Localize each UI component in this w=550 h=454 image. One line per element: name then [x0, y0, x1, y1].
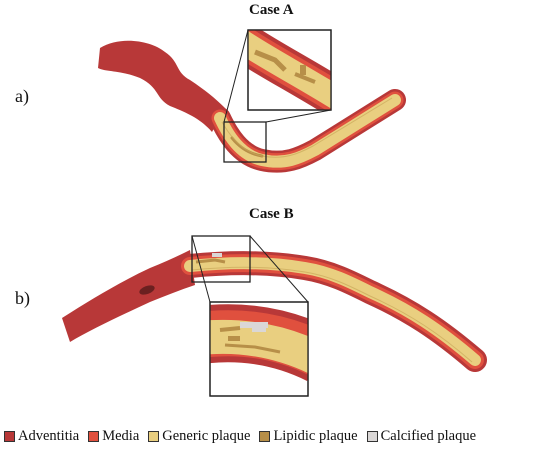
case-b-lumen-edge: [191, 266, 473, 363]
legend-label-adventitia: Adventitia: [18, 428, 80, 444]
case-b-tube-opening: [139, 285, 155, 295]
legend-item-lipidic-plaque: Lipidic plaque: [259, 428, 358, 445]
case-a-zoom-content: [248, 30, 331, 110]
case-a-title: Case A: [249, 2, 294, 18]
legend-swatch-generic-plaque: [148, 431, 160, 442]
case-b-adventitia-tube: [62, 250, 195, 342]
case-b-title: Case B: [249, 206, 294, 222]
legend-swatch-calcified-plaque: [366, 431, 378, 442]
legend-swatch-adventitia: [4, 431, 15, 442]
case-a-adventitia-tube: [98, 40, 225, 132]
legend-item-adventitia: Adventitia: [4, 428, 79, 445]
case-a-lumen-edge: [221, 97, 393, 158]
case-b-generic-plaque: [184, 257, 481, 366]
case-a-generic-plaque: [214, 94, 401, 168]
panel-label-b: b): [15, 288, 30, 308]
case-b-artery: [62, 235, 487, 397]
panel-label-a: a): [15, 86, 29, 106]
case-b-source-box: [191, 235, 251, 283]
legend-item-media: Media: [88, 428, 139, 445]
case-b-calcified-plaque: [212, 253, 222, 257]
legend-item-generic-plaque: Generic plaque: [148, 428, 250, 445]
legend-label-media: Media: [102, 428, 140, 444]
legend-label-calcified-plaque: Calcified plaque: [380, 428, 477, 444]
legend: Adventitia Media Generic plaque Lipidic …: [4, 428, 485, 445]
case-b-zoom-content: [210, 304, 308, 382]
legend-item-calcified-plaque: Calcified plaque: [366, 428, 477, 445]
case-a-source-box: [223, 121, 267, 163]
legend-swatch-lipidic-plaque: [259, 431, 271, 442]
case-b-lipidic-plaque: [195, 258, 226, 264]
legend-swatch-media: [88, 431, 100, 442]
legend-label-lipidic-plaque: Lipidic plaque: [273, 428, 358, 444]
legend-label-generic-plaque: Generic plaque: [162, 428, 251, 444]
case-a-artery: [98, 29, 406, 173]
